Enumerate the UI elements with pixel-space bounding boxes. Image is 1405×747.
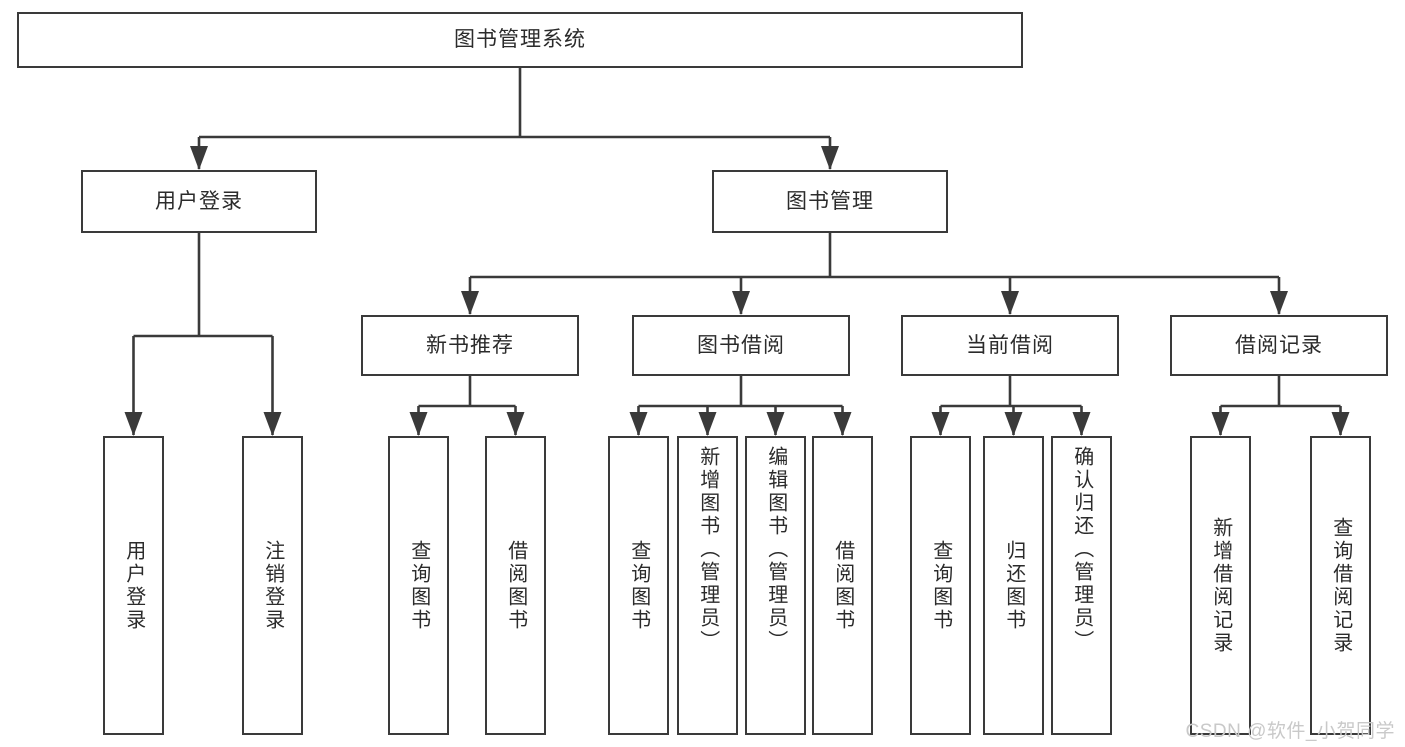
node-leaf-query-borrow-record[interactable]: 查询借阅记录 xyxy=(1310,436,1371,735)
node-current-borrow-label: 当前借阅 xyxy=(966,333,1054,357)
node-leaf-edit-book-admin[interactable]: 编辑图书（管理员） xyxy=(745,436,806,735)
node-leaf-logout-login[interactable]: 注销登录 xyxy=(242,436,303,735)
node-leaf-query-borrow-record-label: 查询借阅记录 xyxy=(1329,516,1352,655)
node-leaf-confirm-return-admin-label: 确认归还（管理员） xyxy=(1070,446,1093,653)
node-borrow-record-label: 借阅记录 xyxy=(1235,333,1323,357)
node-leaf-add-borrow-record-label: 新增借阅记录 xyxy=(1209,516,1232,655)
node-leaf-query-book-3-label: 查询图书 xyxy=(929,539,952,632)
node-root-box[interactable]: 图书管理系统 xyxy=(17,12,1023,68)
node-leaf-query-book-1[interactable]: 查询图书 xyxy=(388,436,449,735)
node-new-book-recommend[interactable]: 新书推荐 xyxy=(361,315,579,376)
node-leaf-query-book-2-label: 查询图书 xyxy=(627,539,650,632)
node-new-book-recommend-label: 新书推荐 xyxy=(426,333,514,357)
csdn-watermark: CSDN @软件_小贺同学 xyxy=(1185,721,1395,742)
node-leaf-borrow-book-2[interactable]: 借阅图书 xyxy=(812,436,873,735)
node-leaf-borrow-book-1[interactable]: 借阅图书 xyxy=(485,436,546,735)
node-leaf-add-borrow-record[interactable]: 新增借阅记录 xyxy=(1190,436,1251,735)
node-leaf-return-book[interactable]: 归还图书 xyxy=(983,436,1044,735)
node-book-borrow-label: 图书借阅 xyxy=(697,333,785,357)
node-leaf-query-book-2[interactable]: 查询图书 xyxy=(608,436,669,735)
node-borrow-record[interactable]: 借阅记录 xyxy=(1170,315,1388,376)
node-book-borrow[interactable]: 图书借阅 xyxy=(632,315,850,376)
node-root-box-label: 图书管理系统 xyxy=(454,28,586,52)
node-book-manage-label: 图书管理 xyxy=(786,189,874,213)
node-leaf-confirm-return-admin[interactable]: 确认归还（管理员） xyxy=(1051,436,1112,735)
node-leaf-query-book-3[interactable]: 查询图书 xyxy=(910,436,971,735)
node-current-borrow[interactable]: 当前借阅 xyxy=(901,315,1119,376)
node-leaf-add-book-admin[interactable]: 新增图书（管理员） xyxy=(677,436,738,735)
node-leaf-logout-login-label: 注销登录 xyxy=(261,539,284,632)
node-leaf-user-login[interactable]: 用户登录 xyxy=(103,436,164,735)
node-book-manage[interactable]: 图书管理 xyxy=(712,170,948,233)
node-leaf-user-login-label: 用户登录 xyxy=(122,539,145,632)
node-leaf-borrow-book-2-label: 借阅图书 xyxy=(831,539,854,632)
node-leaf-edit-book-admin-label: 编辑图书（管理员） xyxy=(764,446,787,653)
node-leaf-borrow-book-1-label: 借阅图书 xyxy=(504,539,527,632)
node-leaf-return-book-label: 归还图书 xyxy=(1002,539,1025,632)
node-user-login[interactable]: 用户登录 xyxy=(81,170,317,233)
node-user-login-label: 用户登录 xyxy=(155,189,243,213)
node-leaf-query-book-1-label: 查询图书 xyxy=(407,539,430,632)
node-leaf-add-book-admin-label: 新增图书（管理员） xyxy=(696,446,719,653)
